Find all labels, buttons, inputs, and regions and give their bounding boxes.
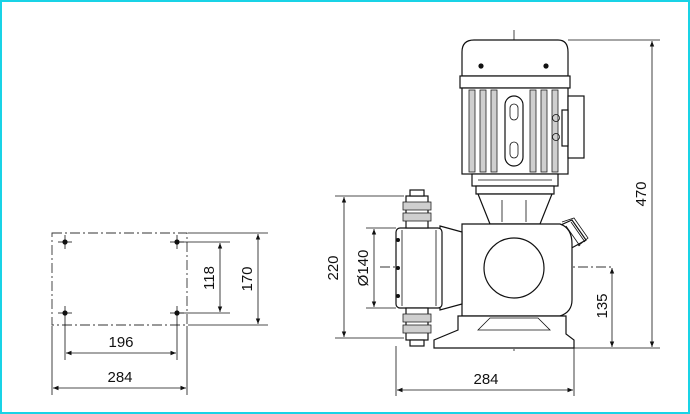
motor-cooling-fins [468, 89, 559, 173]
gearbox-neck [477, 193, 553, 225]
pump-base-foot [433, 315, 575, 349]
dim-label-196: 196 [108, 334, 133, 351]
suction-valve [402, 307, 432, 347]
dim-label-470: 470 [633, 181, 650, 206]
head-flange [439, 225, 463, 311]
dim-plate-outer-width: 284 [51, 326, 188, 395]
base-plate-view: 118 170 196 284 [51, 232, 268, 395]
dim-plate-inner-height: 118 [180, 241, 230, 314]
pump-view: 220 Ø140 284 135 470 [325, 30, 660, 396]
pump-head [395, 227, 443, 309]
dim-label-135: 135 [594, 293, 611, 318]
terminal-box [567, 95, 585, 159]
mounting-hole [58, 235, 72, 249]
drive-eccentric-circle [483, 237, 545, 299]
motor-cap-band [459, 75, 571, 89]
dim-plate-outer-height: 170 [188, 232, 268, 326]
dim-label-diameter-140: Ø140 [355, 250, 372, 287]
mounting-hole [170, 235, 184, 249]
dim-label-118: 118 [201, 266, 218, 290]
dim-axis-height-135: 135 [574, 268, 630, 349]
dim-plate-inner-width: 196 [64, 320, 178, 360]
dim-label-284-pump: 284 [473, 371, 498, 388]
motor-name-strip [504, 95, 524, 167]
dim-label-284-plate: 284 [107, 369, 132, 386]
dim-overall-height-470: 470 [568, 39, 660, 349]
dim-pump-width-284: 284 [395, 346, 575, 396]
motor [459, 39, 585, 195]
mounting-holes [58, 235, 184, 320]
dim-pump-height-220: 220 [325, 195, 404, 339]
base-plate-outline [51, 232, 188, 326]
motor-top-cover [461, 39, 569, 77]
dim-label-170: 170 [239, 266, 256, 291]
discharge-valve [402, 189, 432, 229]
dim-head-diameter: Ø140 [355, 227, 396, 309]
mounting-hole [58, 306, 72, 320]
dim-label-220: 220 [325, 255, 342, 280]
